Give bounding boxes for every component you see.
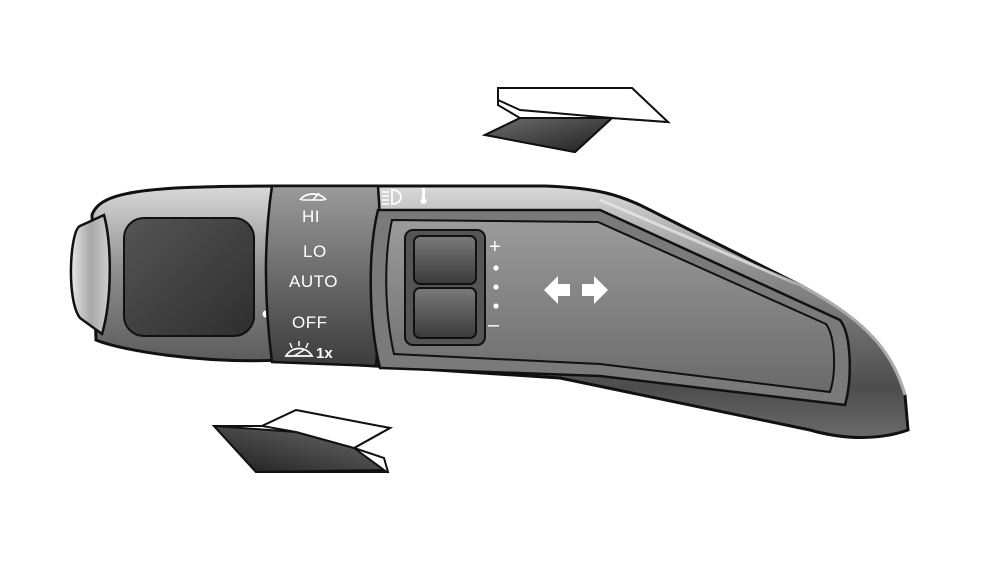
wiper-rotary-ring[interactable]: HI LO AUTO OFF 1x <box>264 184 383 368</box>
stalk-end-cap <box>69 213 111 337</box>
position-label-single: 1x <box>316 345 333 362</box>
windshield-wiper-icon <box>299 192 327 201</box>
position-label-hi: HI <box>302 207 320 226</box>
rocker-housing <box>369 208 851 407</box>
rocker-down-button[interactable] <box>413 287 477 339</box>
headlamp-washer-icon <box>382 189 402 205</box>
left-right-arrow-icon <box>544 276 608 304</box>
position-label-off: OFF <box>292 313 328 332</box>
push-up-arrow <box>481 87 671 154</box>
position-label-lo: LO <box>303 242 327 261</box>
rocker-up-button[interactable] <box>413 235 477 285</box>
scale-dot <box>493 265 499 271</box>
thermometer-icon <box>420 188 427 204</box>
rocker-switch[interactable] <box>404 229 486 346</box>
position-label-auto: AUTO <box>289 272 338 291</box>
scale-dot <box>493 284 499 290</box>
rocker-plus-label: + <box>489 236 501 258</box>
grip-window <box>123 217 255 337</box>
pull-down-arrow <box>211 408 393 474</box>
scale-dot <box>493 303 499 309</box>
rocker-minus-label: – <box>488 314 500 336</box>
washer-spray-icon <box>284 341 314 357</box>
